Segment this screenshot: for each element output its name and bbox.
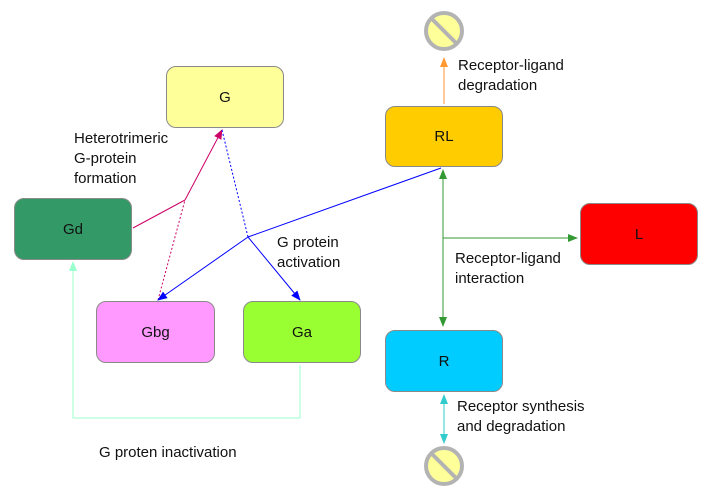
rl-interaction-label: Receptor-ligand interaction (455, 250, 561, 287)
node-ga: Ga (243, 301, 361, 363)
node-g-label: G (219, 88, 231, 106)
node-gd: Gd (14, 198, 132, 260)
node-g: G (166, 66, 284, 128)
node-l: L (580, 203, 698, 265)
g-protein-activation-edge (157, 129, 442, 301)
node-l-label: L (634, 225, 644, 243)
node-gbg: Gbg (96, 301, 215, 363)
node-rl-label: RL (434, 128, 454, 145)
g-protein-activation-label: G protein activation (277, 234, 341, 271)
sink-symbol-bottom-icon (424, 446, 464, 486)
heterotrimeric-formation-edge (132, 129, 223, 301)
node-rl: RL (385, 106, 503, 167)
g-protein-inactivation-edge (69, 261, 301, 419)
g-protein-inactivation-label: G proten inactivation (99, 444, 237, 461)
rl-degradation-label: Receptor-ligand degradation (458, 57, 564, 94)
heterotrimeric-formation-label: Heterotrimeric G-protein formation (74, 130, 169, 187)
sink-symbol-top-icon (424, 11, 464, 51)
r-synthesis-label: Receptor synthesis and degradation (457, 398, 585, 435)
node-gbg-label: Gbg (141, 323, 170, 341)
node-ga-label: Ga (291, 323, 312, 341)
node-r: R (385, 330, 503, 392)
node-r-label: R (438, 352, 450, 370)
rl-interaction-edge (439, 169, 578, 327)
node-gd-label: Gd (62, 220, 83, 238)
